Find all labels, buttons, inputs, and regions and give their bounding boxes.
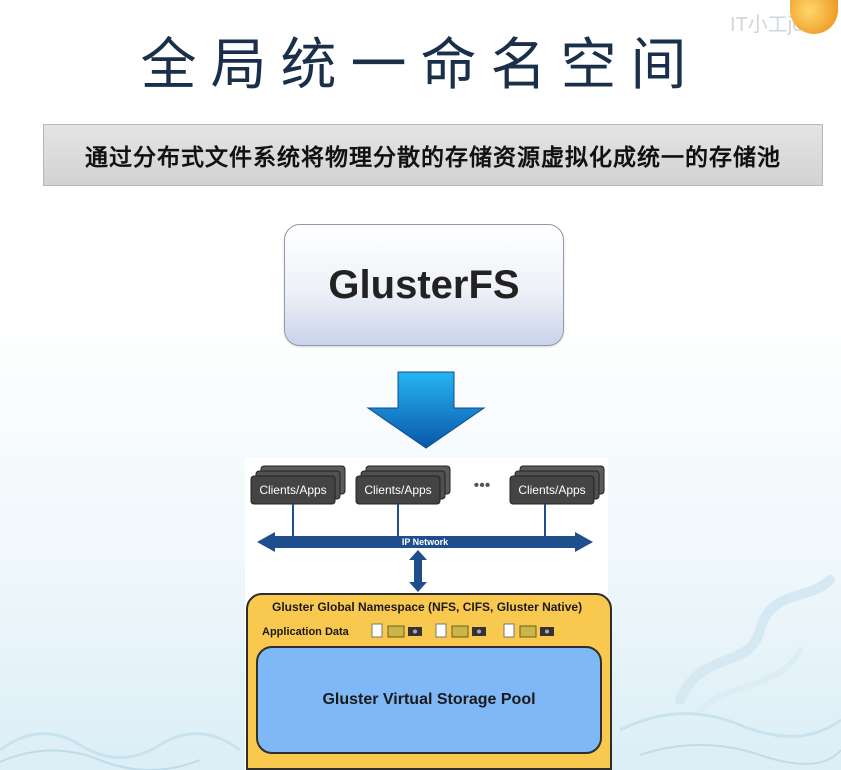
glusterfs-label: GlusterFS <box>328 262 520 307</box>
client-group-3: Clients/Apps <box>509 465 605 505</box>
media-icon <box>540 627 554 636</box>
virtual-storage-pool-label: Gluster Virtual Storage Pool <box>322 691 536 708</box>
file-icon <box>371 623 383 638</box>
media-icon <box>472 627 486 636</box>
slide-title: 全局统一命名空间 <box>140 33 701 98</box>
client-group-2: Clients/Apps <box>355 465 451 505</box>
folder-icon <box>387 625 405 638</box>
subtitle-bar: 通过分布式文件系统将物理分散的存储资源虚拟化成统一的存储池 <box>43 124 823 186</box>
folder-icon <box>451 625 469 638</box>
folder-icon <box>519 625 537 638</box>
virtual-storage-pool-box: Gluster Virtual Storage Pool <box>256 646 602 754</box>
ip-network-label: IP Network <box>402 537 449 547</box>
down-arrow-icon <box>366 371 486 449</box>
client-label-2: Clients/Apps <box>364 483 431 497</box>
client-label-3: Clients/Apps <box>518 483 585 497</box>
glusterfs-box: GlusterFS <box>284 224 564 346</box>
network-diagram: Clients/Apps Clients/Apps ••• Clients/Ap… <box>250 465 605 592</box>
application-data-icons <box>371 623 554 638</box>
wave-decoration <box>0 712 841 770</box>
subtitle-text: 通过分布式文件系统将物理分散的存储资源虚拟化成统一的存储池 <box>85 144 781 171</box>
network-to-namespace-arrow <box>409 550 427 592</box>
file-icon <box>503 623 515 638</box>
clients-ellipsis: ••• <box>474 477 491 494</box>
client-label-1: Clients/Apps <box>259 483 326 497</box>
client-group-1: Clients/Apps <box>250 465 346 505</box>
ip-network-bar <box>257 532 593 552</box>
media-icon <box>408 627 422 636</box>
dragon-decoration <box>675 575 835 713</box>
application-data-label: Application Data <box>262 626 349 638</box>
global-namespace-title: Gluster Global Namespace (NFS, CIFS, Glu… <box>272 600 583 614</box>
file-icon <box>435 623 447 638</box>
